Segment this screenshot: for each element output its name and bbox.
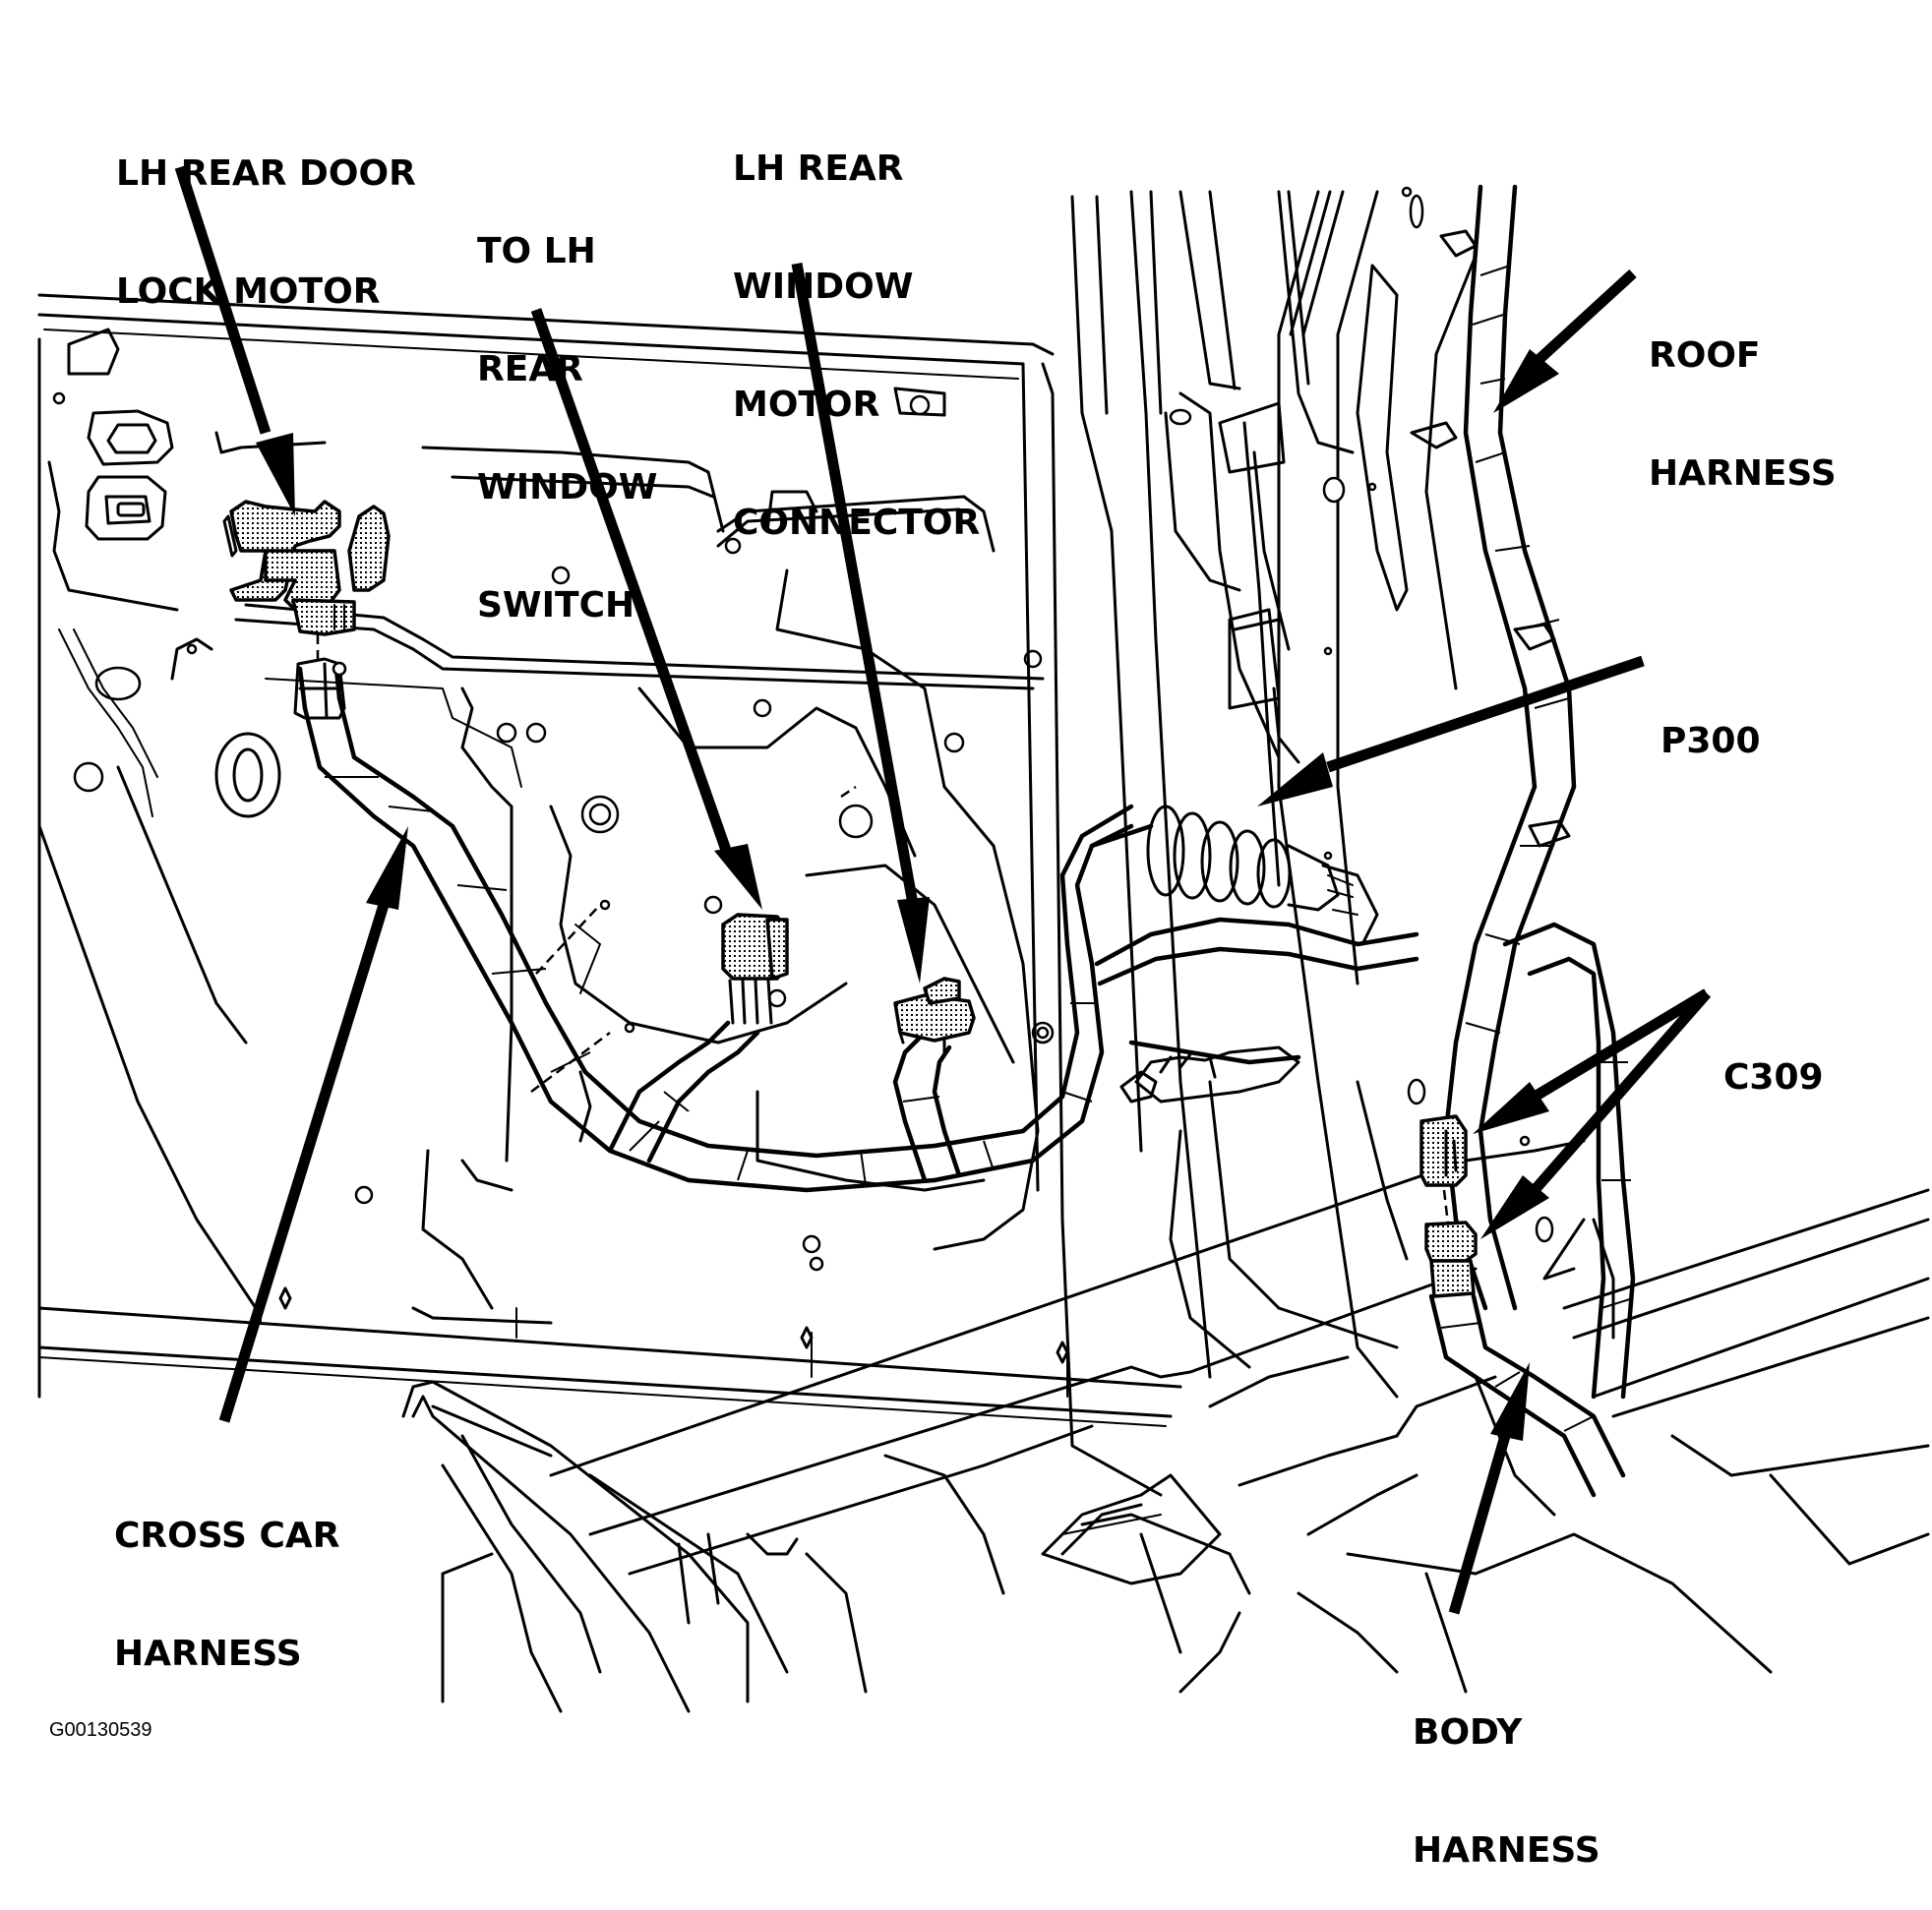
callout-line: TO LH: [477, 231, 596, 271]
callout-line: HARNESS: [1413, 1830, 1600, 1871]
arrow-window-switch: [530, 308, 762, 910]
callout-line: MOTOR: [733, 385, 880, 425]
arrow-p300: [1257, 655, 1645, 806]
c309-connectors: [1419, 1114, 1626, 1498]
window-motor-connector: [893, 977, 976, 1054]
rocker-floor-structure: [401, 1139, 1930, 1713]
callout-line: WINDOW: [477, 467, 658, 507]
arrow-lock-motor: [174, 165, 295, 516]
cross-car-harness: [297, 666, 1419, 1193]
arrow-cross-car-harness: [218, 826, 408, 1423]
window-switch-connector: [721, 913, 789, 1025]
callout-arrows: [174, 165, 1712, 1615]
arrow-window-motor: [791, 263, 930, 984]
callout-p300: P300: [1660, 643, 1761, 801]
callout-body-harness: BODY HARNESS: [1413, 1635, 1600, 1910]
arrow-roof-harness: [1493, 269, 1637, 413]
figure-id: G00130539: [49, 1719, 152, 1741]
callout-line: HARNESS: [114, 1634, 302, 1674]
callout-c309: C309: [1723, 980, 1824, 1137]
b-pillar-body: [1129, 186, 1615, 1399]
callout-line: CONNECTOR: [733, 503, 981, 543]
callout-line: REAR: [477, 349, 583, 389]
arrow-c309-upper: [1473, 988, 1710, 1134]
lock-motor-harness-connector: [293, 657, 347, 720]
callout-lh-rear-door-lock-motor: LH REAR DOOR LOCK MOTOR: [116, 76, 416, 351]
wiring-diagram-drawing: [37, 165, 1930, 1713]
callout-line: WINDOW: [733, 267, 914, 307]
callout-line: LH REAR DOOR: [116, 153, 416, 194]
callout-line: C309: [1723, 1057, 1824, 1098]
lock-motor: [222, 500, 391, 664]
callout-line: SWITCH: [477, 585, 635, 626]
callout-cross-car-harness: CROSS CAR HARNESS: [114, 1438, 340, 1713]
callout-line: P300: [1660, 721, 1761, 761]
arrow-c309-lower: [1480, 989, 1712, 1239]
callout-line: HARNESS: [1649, 453, 1837, 494]
p300-grommet: [1119, 805, 1379, 1104]
callout-to-lh-rear-window-switch: TO LH REAR WINDOW SWITCH: [477, 153, 657, 665]
callout-lh-rear-window-motor-connector: LH REAR WINDOW MOTOR CONNECTOR: [733, 71, 980, 582]
callout-line: ROOF: [1649, 335, 1761, 376]
callout-roof-harness: ROOF HARNESS: [1649, 258, 1837, 533]
callout-line: CROSS CAR: [114, 1516, 340, 1556]
callout-line: LH REAR: [733, 149, 904, 189]
arrow-body-harness: [1448, 1362, 1530, 1615]
callout-line: LOCK MOTOR: [116, 271, 381, 312]
callout-line: BODY: [1413, 1712, 1523, 1753]
